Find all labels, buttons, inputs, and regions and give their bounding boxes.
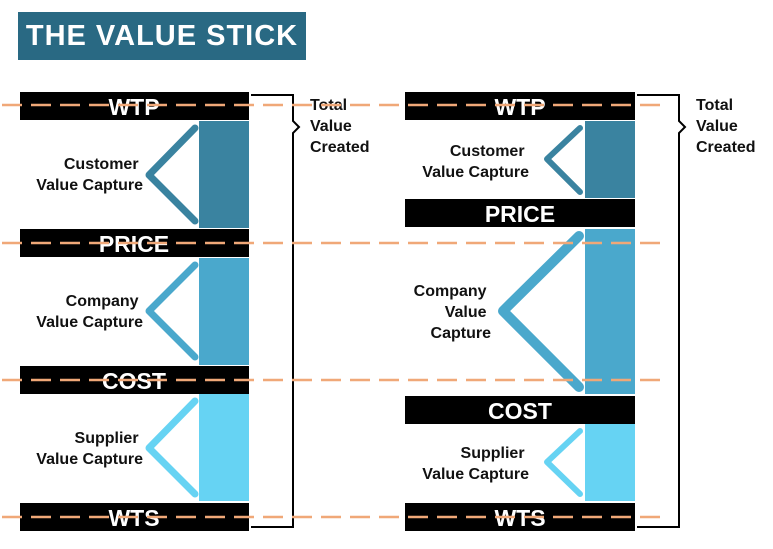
right-wtp-label: WTP — [494, 94, 545, 120]
left-supplier-label-line-2: Value Capture — [36, 451, 143, 468]
left-customer-label: Customer Value Capture — [36, 156, 143, 194]
left-company-chevron — [145, 261, 199, 361]
left-total-bracket — [251, 94, 301, 528]
right-company-chevron — [498, 231, 584, 392]
right-price-bar — [405, 199, 635, 227]
right-company-label-line-1: Company — [414, 283, 487, 300]
left-customer-label-line-1: Customer — [64, 156, 139, 173]
right-supplier-label-line-1: Supplier — [461, 445, 525, 462]
right-customer-label-line-2: Value Capture — [422, 164, 529, 181]
left-supplier-chevron — [145, 397, 199, 498]
left-supplier-label: Supplier Value Capture — [36, 430, 143, 468]
left-value-stick: WTP PRICE COST WTS Customer Value Captur… — [20, 92, 370, 531]
right-total-label: Total Value Created — [696, 97, 756, 156]
left-company-label-line-2: Value Capture — [36, 314, 143, 331]
right-company-label: Company Value Capture — [414, 283, 491, 342]
left-total-label-line-3: Created — [310, 139, 370, 156]
right-company-label-line-3: Capture — [431, 325, 492, 342]
right-supplier-label: Supplier Value Capture — [422, 445, 529, 483]
left-company-segment — [199, 258, 249, 365]
right-value-stick: WTP PRICE COST WTS Customer Value Captur… — [405, 92, 756, 531]
right-customer-label: Customer Value Capture — [422, 143, 529, 181]
right-supplier-chevron — [544, 428, 583, 497]
right-customer-label-line-1: Customer — [450, 143, 525, 160]
right-cost-bar — [405, 396, 635, 424]
left-wtp-label: WTP — [108, 94, 159, 120]
left-customer-label-line-2: Value Capture — [36, 177, 143, 194]
right-customer-segment — [585, 121, 635, 198]
right-customer-chevron — [544, 125, 583, 195]
left-company-label: Company Value Capture — [36, 293, 143, 331]
left-total-label-line-2: Value — [310, 118, 352, 135]
right-company-label-line-2: Value — [445, 304, 487, 321]
reference-lines — [2, 103, 662, 519]
right-price-label: PRICE — [485, 201, 555, 227]
right-total-bracket — [637, 94, 687, 528]
right-total-label-line-3: Created — [696, 139, 756, 156]
left-customer-segment — [199, 121, 249, 228]
right-company-segment — [585, 229, 635, 394]
right-total-label-line-1: Total — [696, 97, 733, 114]
right-total-label-line-2: Value — [696, 118, 738, 135]
left-supplier-segment — [199, 394, 249, 501]
right-supplier-segment — [585, 424, 635, 501]
right-cost-label: COST — [488, 398, 552, 424]
left-supplier-label-line-1: Supplier — [75, 430, 139, 447]
left-company-label-line-1: Company — [66, 293, 139, 310]
left-customer-chevron — [145, 124, 199, 225]
right-supplier-label-line-2: Value Capture — [422, 466, 529, 483]
page-title: THE VALUE STICK — [18, 12, 306, 60]
